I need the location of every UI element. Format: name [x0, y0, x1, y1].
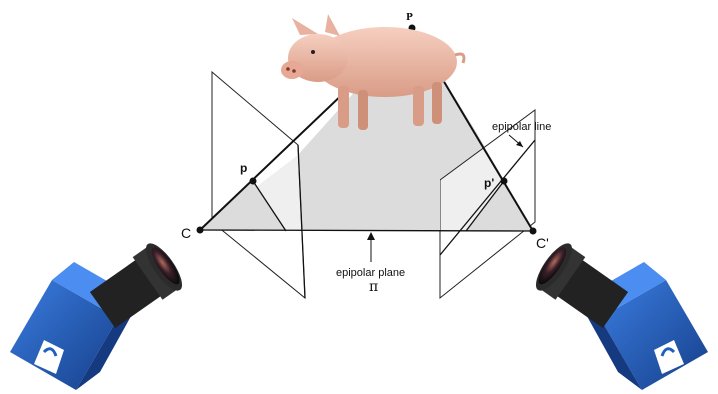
label-P: P	[406, 13, 413, 23]
label-p: p	[240, 161, 247, 175]
left-camera	[10, 243, 183, 390]
label-p-prime: p'	[484, 176, 494, 190]
center-C-prime-dot	[529, 227, 537, 235]
point-p-dot	[249, 177, 257, 185]
center-C-dot	[196, 226, 204, 234]
epipolar-line-right	[439, 139, 536, 256]
left-image-plane	[211, 70, 306, 300]
pig-illustration	[281, 14, 466, 130]
point-p-prime-dot	[500, 177, 508, 185]
label-epipolar-plane: epipolar plane	[336, 267, 405, 279]
label-epipolar-line: epipolar line	[492, 121, 551, 133]
label-C: C	[181, 225, 191, 241]
baseline	[199, 229, 534, 232]
right-camera	[535, 243, 708, 390]
label-C-prime: C'	[536, 235, 549, 251]
label-pi: π	[369, 279, 378, 295]
